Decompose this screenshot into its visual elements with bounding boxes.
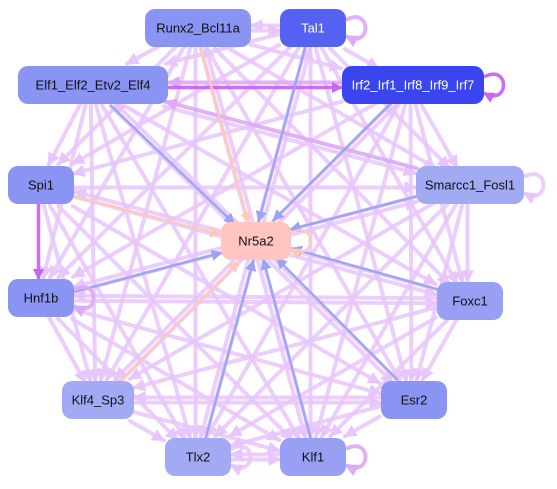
node-tlx2[interactable]: Tlx2 [165,438,231,476]
node-elf1[interactable]: Elf1_Elf2_Etv2_Elf4 [18,66,168,104]
edge-hnf1b-to-foxc1 [71,296,439,310]
node-box-elf1[interactable] [18,66,168,104]
edge-hnf1b-to-nr5a2 [73,249,223,293]
edge-elf1-to-smarcc1 [161,104,418,177]
edge-runx2-to-elf1 [124,42,164,66]
self-loop-klf1 [344,444,368,477]
edge-irf2-to-nr5a2 [272,100,394,222]
node-klf1[interactable]: Klf1 [280,438,346,476]
edge-spi1-to-nr5a2 [72,194,222,238]
node-foxc1[interactable]: Foxc1 [437,282,503,320]
node-box-smarcc1[interactable] [416,166,524,204]
edge-foxc1-to-hnf1b [72,289,440,303]
edge-tal1-to-elf1 [163,32,282,67]
node-spi1[interactable]: Spi1 [8,166,74,204]
edges-layer [32,19,474,466]
node-irf2[interactable]: Irf2_Irf1_Irf8_Irf9_Irf7 [342,66,484,104]
edge-hnf1b-to-klf4 [47,316,88,385]
node-smarcc1[interactable]: Smarcc1_Fosl1 [416,166,524,204]
edge-foxc1-to-nr5a2 [290,245,439,291]
node-nr5a2[interactable]: Nr5a2 [221,222,291,260]
node-box-foxc1[interactable] [437,282,503,320]
edge-tal1-to-irf2 [342,46,381,71]
self-loop-irf2 [483,72,506,103]
edge-klf4-to-tlx2 [128,419,166,443]
edge-tlx2-to-nr5a2 [204,259,257,440]
edge-esr2-to-klf1 [342,414,382,439]
node-esr2[interactable]: Esr2 [381,381,447,419]
edge-esr2-to-nr5a2 [275,256,399,381]
node-runx2[interactable]: Runx2_Bcl11a [145,9,251,47]
node-box-nr5a2[interactable] [221,222,291,260]
edge-tal1-to-nr5a2 [255,45,307,223]
self-loop-tal1 [344,15,368,48]
edge-smarcc1-to-nr5a2 [289,195,417,233]
node-box-klf4[interactable] [62,381,134,419]
edge-elf1-to-nr5a2 [109,104,236,226]
edge-klf4-to-nr5a2 [117,260,241,385]
node-box-spi1[interactable] [8,166,74,204]
self-loop-nr5a2 [290,229,312,259]
self-loop-tlx2 [229,444,253,477]
self-loop-hnf1b [72,285,96,318]
edge-spi1-to-esr2 [70,204,382,386]
node-tal1[interactable]: Tal1 [280,9,346,47]
edge-elf1-to-spi1 [46,100,83,167]
node-box-tal1[interactable] [280,9,346,47]
edge-runx2-to-nr5a2 [199,46,252,224]
node-box-tlx2[interactable] [165,438,231,476]
node-box-esr2[interactable] [381,381,447,419]
edge-smarcc1-to-klf4 [127,199,438,381]
node-klf4[interactable]: Klf4_Sp3 [62,381,134,419]
node-hnf1b[interactable]: Hnf1b [8,279,74,317]
edge-irf2-to-tlx2 [204,100,402,439]
node-box-irf2[interactable] [342,66,484,104]
edge-foxc1-to-esr2 [420,316,460,382]
edge-irf2-to-smarcc1 [419,103,459,170]
self-loop-smarcc1 [522,172,546,205]
node-box-runx2[interactable] [145,9,251,47]
edge-foxc1-to-tlx2 [227,315,438,438]
edge-hnf1b-to-klf1 [70,317,282,443]
edge-foxc1-to-klf1 [328,316,452,439]
self-loops-layer [72,15,546,477]
edge-smarcc1-to-elf1 [163,98,419,171]
edge-elf1-to-foxc1 [122,104,438,287]
node-box-klf1[interactable] [280,438,346,476]
edge-klf1-to-nr5a2 [260,258,312,439]
edge-tal1-to-klf4 [104,43,302,382]
edge-irf2-to-spi1 [71,99,344,177]
node-box-hnf1b[interactable] [8,279,74,317]
